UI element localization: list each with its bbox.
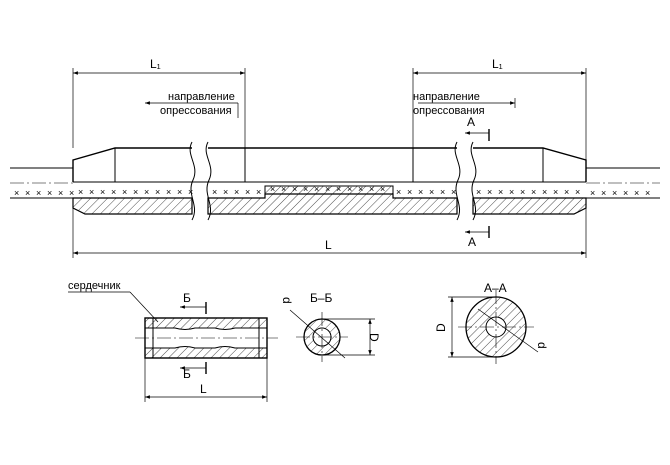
direction-left: направление опрессования [145, 91, 239, 118]
wire-strand-mark: × [133, 187, 138, 197]
wire-strand-mark: × [100, 187, 105, 197]
wire-strand-mark: × [111, 187, 116, 197]
wire-strand-mark: × [212, 187, 217, 197]
l-main-label: L [325, 238, 332, 252]
section-a-top-label: А [467, 115, 475, 129]
section-aa-view: А–А D d [434, 281, 549, 364]
wire-strand-mark: × [245, 187, 250, 197]
d-inner-aa-label: d [535, 342, 549, 349]
wire-strand-mark: × [575, 187, 580, 197]
direction-left-text-2: опрессования [160, 105, 232, 117]
wire-strand-mark: × [590, 188, 595, 198]
wire-strand-mark: × [144, 187, 149, 197]
wire-strand-mark: × [36, 188, 41, 198]
core-label: сердечник [68, 280, 121, 292]
direction-right-text-1: направление [413, 91, 480, 103]
core-sleeve-view: сердечник Б Б L [68, 280, 278, 402]
wire-strand-mark: × [234, 187, 239, 197]
wire-strand-mark: × [531, 187, 536, 197]
wire-strand-mark: × [407, 187, 412, 197]
break-lines [189, 141, 477, 221]
wire-strand-mark: × [418, 187, 423, 197]
d-inner-bb-label: d [280, 297, 294, 304]
wire-strand-mark: × [188, 187, 193, 197]
direction-left-text-1: направление [168, 91, 235, 103]
wire-strand-mark: × [223, 187, 228, 197]
dimension-l-main: L [72, 208, 587, 258]
wire-strand-mark: × [177, 187, 182, 197]
d-outer-bb-label: D [367, 333, 381, 342]
wire-strand-mark: × [542, 187, 547, 197]
section-a-marker-top: А [465, 115, 490, 141]
cable-left [10, 167, 73, 199]
wire-strand-mark: × [14, 188, 19, 198]
wire-strand-mark: × [78, 187, 83, 197]
direction-right-text-2: опрессования [413, 105, 485, 117]
wire-strand-mark: × [451, 187, 456, 197]
wire-strand-mark: × [487, 187, 492, 197]
wire-strand-mark: × [166, 187, 171, 197]
wire-strand-mark: × [645, 188, 650, 198]
wire-strand-mark: × [396, 187, 401, 197]
d-outer-aa-label: D [434, 323, 448, 332]
l-core-label: L [200, 382, 207, 396]
section-a-marker-bottom: А [465, 226, 490, 249]
wire-strand-mark: × [553, 187, 558, 197]
section-b-top-label: Б [183, 291, 191, 305]
wire-strand-mark: × [476, 187, 481, 197]
direction-right: направление опрессования [413, 91, 516, 117]
l1-left-label: L₁ [150, 57, 161, 71]
wire-strand-mark: × [89, 187, 94, 197]
wire-strand-mark: × [256, 187, 261, 197]
wire-strand-mark: × [601, 188, 606, 198]
dimension-l1-left: L₁ [72, 57, 246, 148]
section-b-bottom-label: Б [183, 367, 191, 381]
wire-strand-mark: × [564, 187, 569, 197]
wire-strand-mark: × [58, 188, 63, 198]
wire-strand-mark: × [429, 187, 434, 197]
wire-strand-mark: × [520, 187, 525, 197]
section-bb-view: Б–Б D d [280, 291, 381, 362]
wire-strand-mark: × [440, 187, 445, 197]
section-bb-title: Б–Б [310, 291, 333, 305]
connector-body-upper [72, 147, 587, 182]
wire-strand-mark: × [122, 187, 127, 197]
wire-strand-mark: × [47, 188, 52, 198]
wire-strand-mark: × [509, 187, 514, 197]
connector-body-lower-section [72, 181, 587, 215]
l1-right-label: L₁ [492, 57, 503, 71]
section-aa-title: А–А [484, 281, 507, 295]
wire-strand-mark: × [25, 188, 30, 198]
wire-strand-mark: × [612, 188, 617, 198]
wire-strand-mark: × [69, 188, 74, 198]
wire-strand-mark: × [155, 187, 160, 197]
wire-strand-mark: × [623, 188, 628, 198]
wire-strand-mark: × [498, 187, 503, 197]
main-view: × × × × × × × × × × × × × × × × × × × × × × × × × × × × × × × × × × × × × × × ×… [10, 57, 660, 258]
wire-strand-mark: × [634, 188, 639, 198]
section-a-bottom-label: А [468, 235, 476, 249]
dimension-l1-right: L₁ [412, 57, 587, 160]
cable-right [586, 167, 660, 199]
